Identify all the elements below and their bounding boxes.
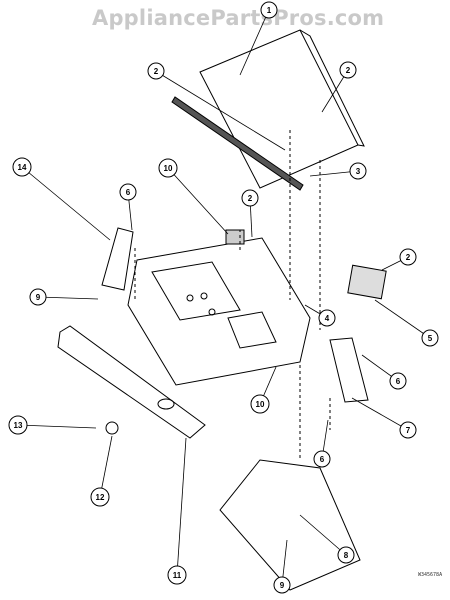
callout-label: 6 — [396, 377, 401, 386]
callout-label: 2 — [406, 253, 411, 262]
leader-lines — [17, 11, 431, 586]
control-panel-recess — [151, 261, 241, 321]
callout-label: 5 — [428, 334, 433, 343]
callout-6: 6 — [119, 183, 137, 201]
knob-icon — [208, 308, 216, 316]
assembly-guide-lines — [134, 130, 331, 460]
callout-label: 2 — [346, 66, 351, 75]
callout-3: 3 — [349, 162, 367, 180]
console-top-cover — [199, 29, 359, 189]
callout-label: 1 — [267, 6, 272, 15]
callout-10: 10 — [250, 394, 270, 414]
callout-label: 7 — [406, 426, 411, 435]
callout-14: 14 — [12, 157, 32, 177]
callout-2: 2 — [339, 61, 357, 79]
callout-2: 2 — [241, 189, 259, 207]
bottom-chassis — [219, 459, 361, 591]
callout-label: 10 — [164, 164, 173, 173]
callout-label: 6 — [126, 188, 131, 197]
callout-label: 6 — [320, 455, 325, 464]
control-knob — [105, 421, 119, 435]
console-top-cover-edge — [299, 29, 365, 147]
callout-label: 2 — [248, 194, 253, 203]
callout-label: 9 — [36, 293, 41, 302]
callout-9: 9 — [29, 288, 47, 306]
callout-8: 8 — [337, 546, 355, 564]
callout-label: 10 — [256, 400, 265, 409]
front-panel-hole — [157, 398, 175, 410]
knob-icon — [200, 292, 208, 300]
display-window — [227, 311, 277, 349]
callout-9: 9 — [273, 576, 291, 594]
callout-10: 10 — [158, 158, 178, 178]
left-end-cap — [101, 227, 134, 291]
knob-icon — [186, 294, 194, 302]
callout-label: 13 — [14, 421, 23, 430]
callout-label: 14 — [18, 163, 27, 172]
callout-5: 5 — [421, 329, 439, 347]
trim-strip — [171, 96, 304, 191]
callout-bubbles: 1 2 2 3 14 6 10 2 2 9 4 5 6 10 7 13 6 12… — [8, 1, 439, 594]
right-end-cap — [329, 337, 369, 403]
callout-11: 11 — [167, 565, 187, 585]
front-panel — [57, 325, 206, 439]
diagram-code: W345678A — [418, 572, 443, 578]
callout-label: 4 — [325, 314, 330, 323]
callout-label: 2 — [154, 67, 159, 76]
callout-label: 12 — [96, 493, 105, 502]
callout-label: 3 — [356, 167, 361, 176]
callout-12: 12 — [90, 487, 110, 507]
site-watermark: AppliancePartsPros.com — [92, 6, 385, 30]
control-panel — [127, 237, 311, 386]
callout-2: 2 — [147, 62, 165, 80]
callout-label: 9 — [280, 581, 285, 590]
callout-2: 2 — [399, 248, 417, 266]
callout-6: 6 — [389, 372, 407, 390]
small-switch — [225, 229, 245, 245]
callout-label: 11 — [173, 571, 182, 580]
callout-13: 13 — [8, 415, 28, 435]
callout-1: 1 — [260, 1, 278, 19]
callout-7: 7 — [399, 421, 417, 439]
callout-label: 8 — [344, 551, 349, 560]
timer-switch — [347, 264, 387, 300]
callout-6: 6 — [313, 450, 331, 468]
callout-4: 4 — [318, 309, 336, 327]
